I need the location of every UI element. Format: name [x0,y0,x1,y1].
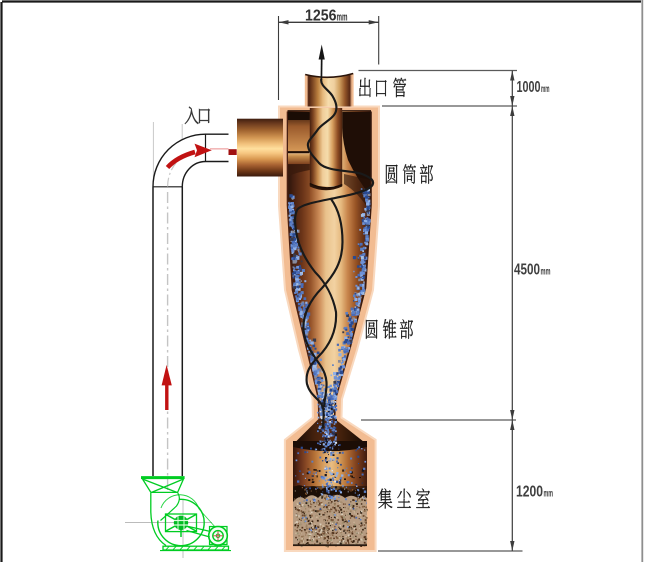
svg-text:mm: mm [541,266,551,278]
svg-text:1200: 1200 [516,484,543,501]
svg-text:mm: mm [337,12,348,24]
svg-text:4500: 4500 [514,262,540,279]
svg-text:1000: 1000 [517,79,541,96]
svg-text:mm: mm [544,488,554,500]
svg-text:mm: mm [541,83,550,95]
svg-text:1256: 1256 [305,8,337,25]
